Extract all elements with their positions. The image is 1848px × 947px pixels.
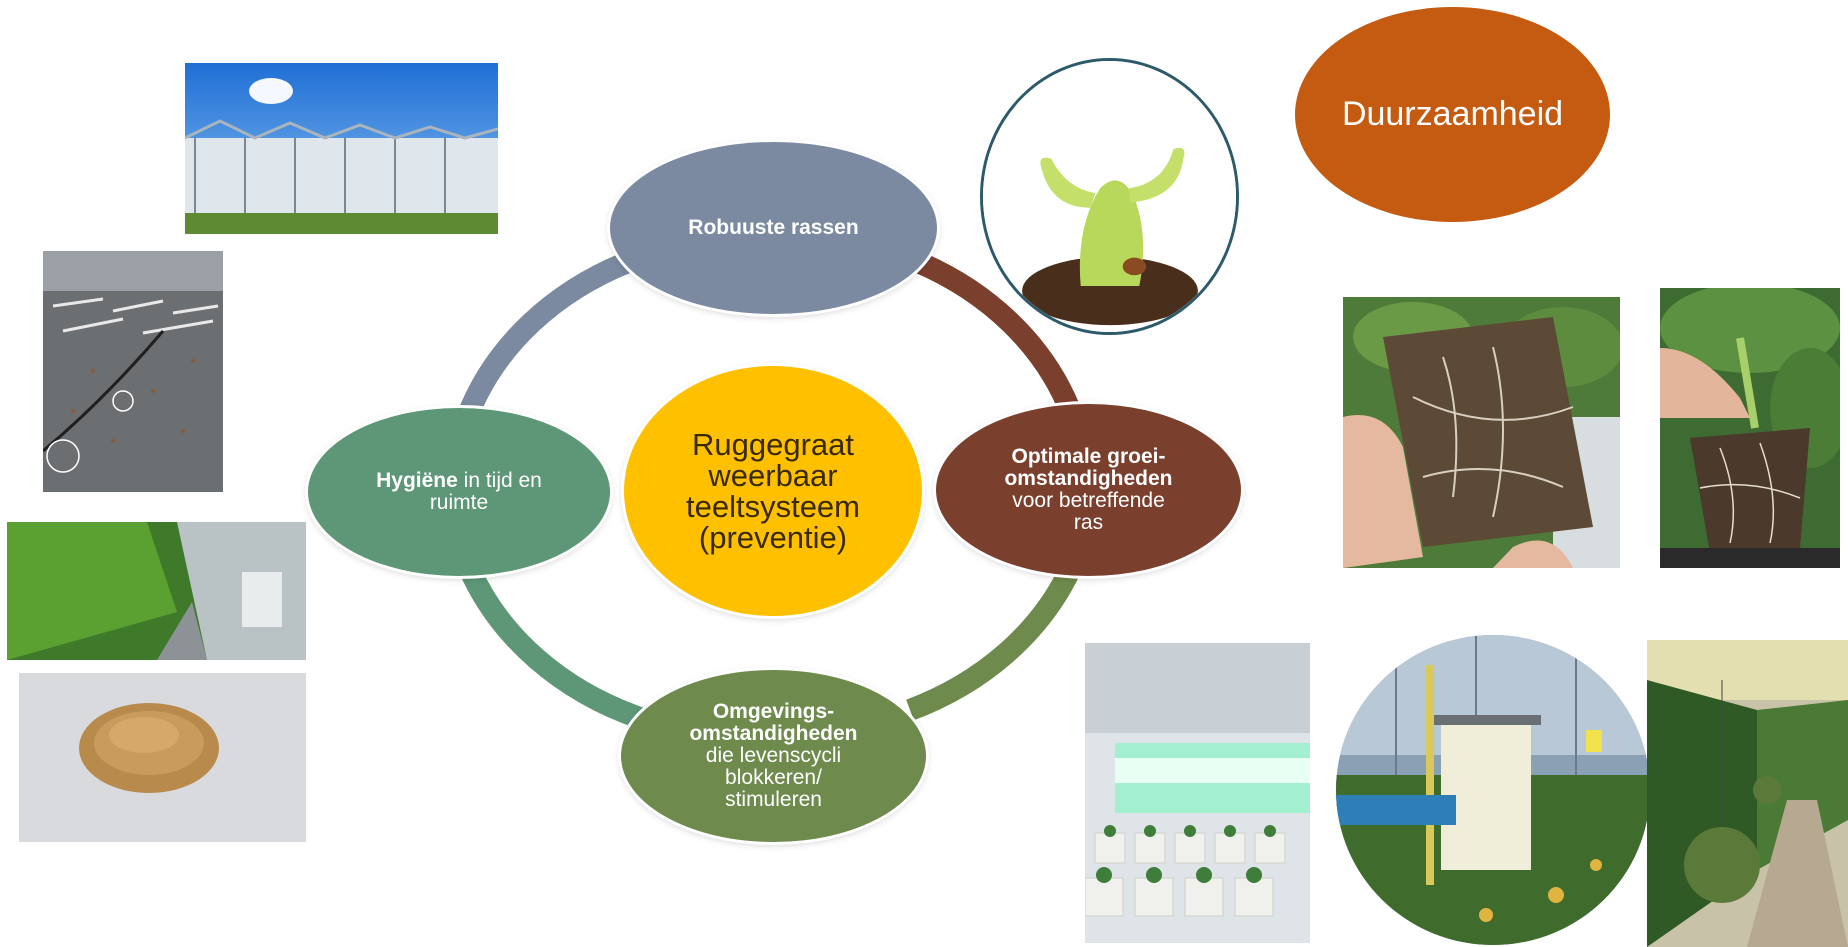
- hanging-plants-greenhouse-photo: [1647, 640, 1848, 947]
- center-ellipse: Ruggegraat weerbaar teeltsysteem (preven…: [624, 366, 922, 616]
- node-hygiene: Hygiëne in tijd en ruimte: [308, 408, 610, 576]
- center-line-4: (preventie): [698, 520, 848, 555]
- arc-bottom-right: [906, 565, 1080, 721]
- node-bottom-bold-1: Omgevings-: [712, 700, 835, 723]
- seedling-trays-photo: [1085, 643, 1310, 943]
- node-bottom-bold-2: omstandigheden: [689, 722, 858, 745]
- strong-seedling-image: [980, 58, 1239, 335]
- node-optimale-groei: Optimale groei- omstandigheden voor betr…: [936, 404, 1241, 576]
- greenhouse-floor-photo: [43, 251, 223, 492]
- plant-root-plug-photo: [1660, 288, 1840, 568]
- node-omgevings-omstandigheden: Omgevings- omstandigheden die levenscycl…: [621, 670, 926, 842]
- arc-top-left: [459, 251, 633, 415]
- center-line-3: teeltsysteem: [685, 489, 860, 524]
- vertical-farm-corridor-photo: [7, 522, 306, 660]
- arc-top-right: [913, 251, 1081, 415]
- node-right-bold-1: Optimale groei-: [1011, 445, 1166, 468]
- node-left-bold: Hygiëne: [376, 469, 458, 492]
- node-right-text-2: ras: [1073, 511, 1104, 534]
- node-robuuste-rassen: Robuuste rassen: [610, 142, 937, 314]
- node-left-text-2: ruimte: [429, 491, 489, 514]
- greenhouse-lights-circle-photo: [1336, 635, 1650, 945]
- center-line-1: Ruggegraat: [691, 427, 854, 462]
- title-text: Duurzaamheid: [1341, 95, 1564, 133]
- node-bottom-text-3: stimuleren: [725, 788, 822, 811]
- node-left-text-1: in tijd en: [457, 469, 542, 492]
- node-bottom-text-1: die levenscycli: [705, 744, 842, 767]
- center-line-2: weerbaar: [708, 458, 838, 493]
- root-cube-in-hand-photo: [1343, 297, 1620, 568]
- node-bottom-text-2: blokkeren/: [725, 766, 822, 789]
- node-right-text-1: voor betreffende: [1012, 489, 1165, 512]
- node-right-bold-2: omstandigheden: [1004, 467, 1173, 490]
- node-top-text: Robuuste rassen: [688, 216, 859, 239]
- arc-bottom-left: [459, 565, 644, 729]
- title-ellipse: Duurzaamheid: [1295, 7, 1610, 222]
- greenhouse-exterior-photo: [185, 63, 498, 234]
- seeds-pile-photo: [19, 673, 306, 842]
